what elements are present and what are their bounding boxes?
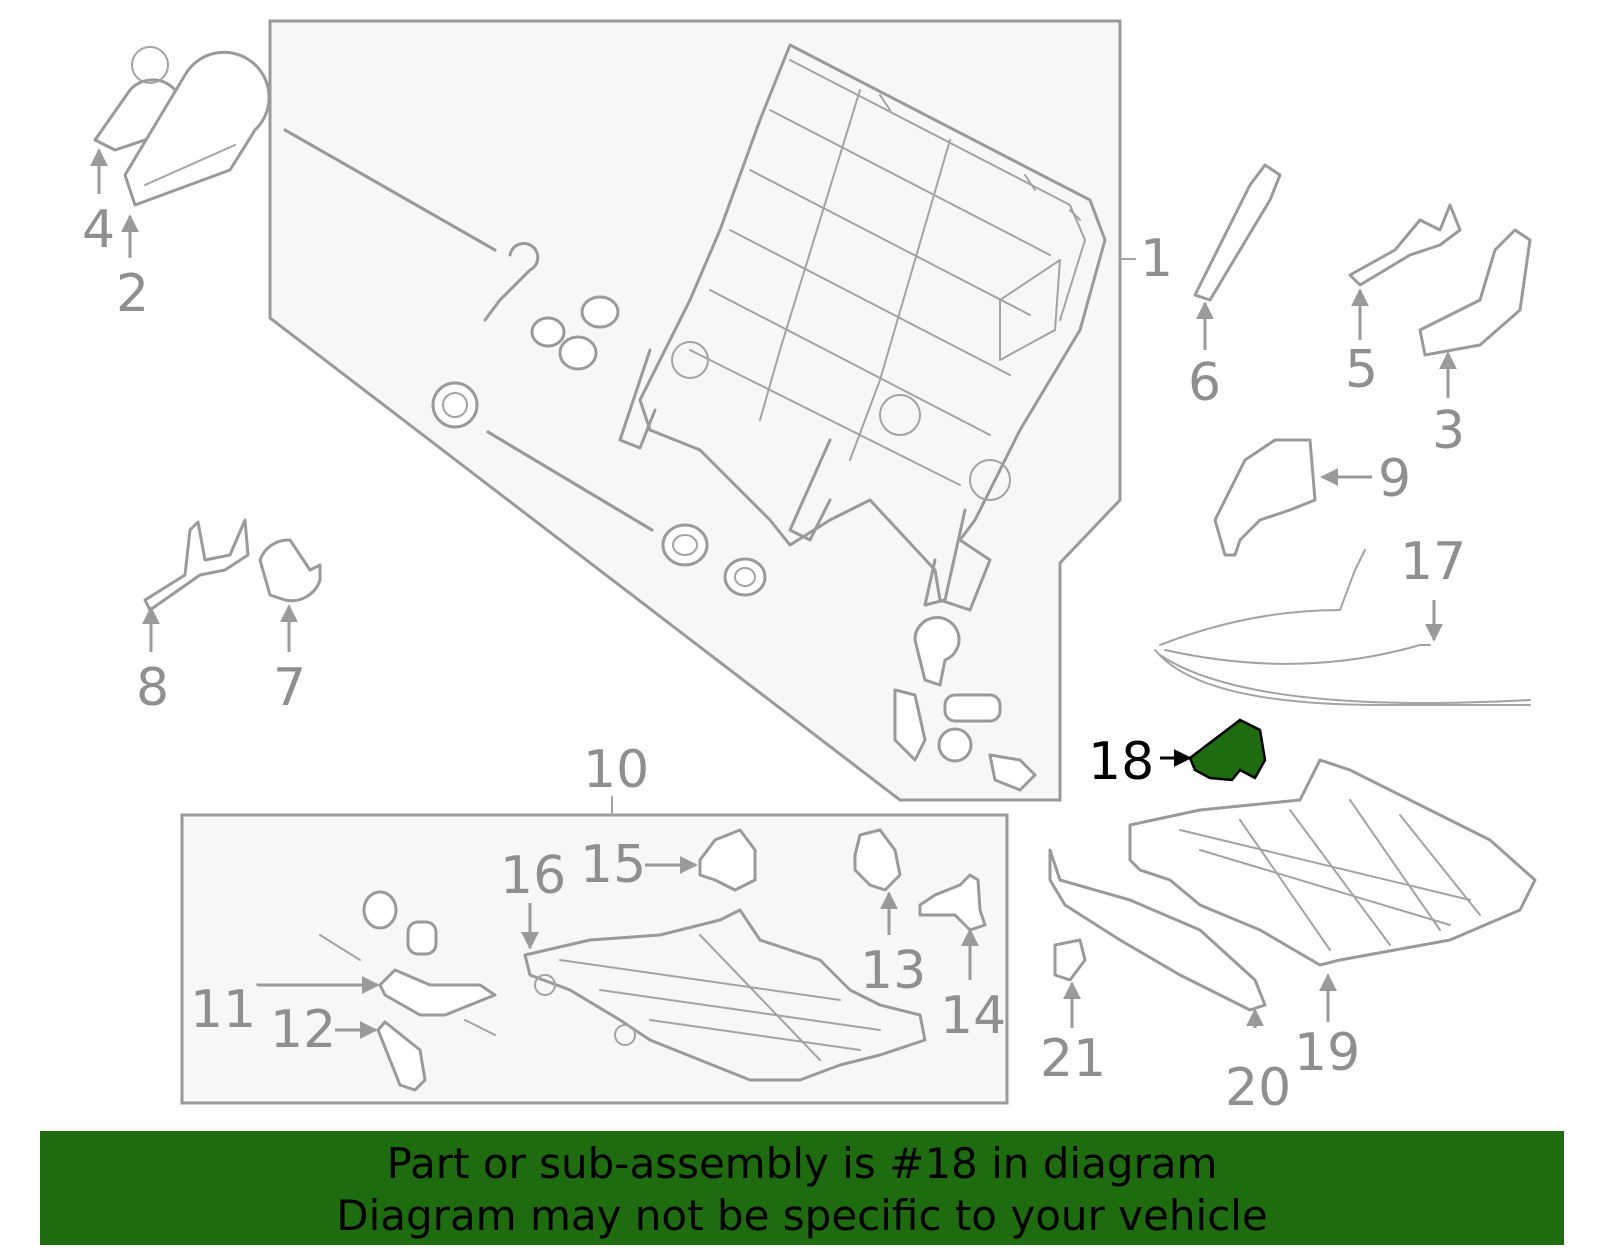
callout-13: 13 — [860, 941, 926, 1001]
callout-18: 18 — [1088, 732, 1154, 792]
part-21-shape — [1053, 938, 1087, 982]
callout-3: 3 — [1432, 401, 1465, 461]
part-16-shape — [523, 908, 927, 1082]
part-11-shape — [319, 890, 497, 1036]
part-3-shape — [1418, 228, 1532, 357]
seatback-frame — [618, 43, 1107, 612]
part-2-shape — [123, 50, 271, 207]
part-18-highlight — [1188, 718, 1267, 782]
seatback-rods — [283, 128, 1037, 792]
part-14-shape — [918, 873, 987, 932]
part-7-shape — [258, 538, 322, 603]
callout-10: 10 — [583, 740, 649, 800]
part-19-shape — [1128, 758, 1537, 967]
part-12-shape — [376, 1020, 427, 1092]
part-13-shape — [853, 828, 902, 892]
callout-8: 8 — [136, 658, 169, 718]
part-6-shape — [1193, 163, 1282, 302]
callout-7: 7 — [273, 658, 306, 718]
callout-11: 11 — [190, 980, 256, 1040]
part-8-shape — [143, 518, 250, 612]
callout-20: 20 — [1225, 1058, 1291, 1118]
part-5-shape — [1348, 203, 1462, 287]
leader-arrows — [90, 148, 1457, 1039]
callout-5: 5 — [1345, 340, 1378, 400]
callout-4: 4 — [82, 200, 115, 260]
callout-15: 15 — [580, 835, 646, 895]
callout-6: 6 — [1188, 353, 1221, 413]
info-banner: Part or sub-assembly is #18 in diagram D… — [40, 1131, 1564, 1245]
part-20-shape — [1048, 848, 1267, 1012]
seatback-assembly-box — [268, 19, 1122, 802]
callout-12: 12 — [270, 1000, 336, 1060]
callout-17: 17 — [1400, 532, 1466, 592]
part-15-shape — [698, 828, 757, 892]
banner-line-2: Diagram may not be specific to your vehi… — [336, 1191, 1268, 1240]
callout-14: 14 — [940, 986, 1006, 1046]
banner-line-1: Part or sub-assembly is #18 in diagram — [386, 1139, 1218, 1188]
callout-19: 19 — [1294, 1023, 1360, 1083]
part-17-shape — [1154, 549, 1531, 706]
callout-1: 1 — [1140, 229, 1173, 289]
callout-16: 16 — [500, 846, 566, 906]
part-9-shape — [1213, 438, 1317, 557]
callout-9: 9 — [1378, 449, 1411, 509]
callout-21: 21 — [1040, 1029, 1106, 1089]
callout-2: 2 — [116, 264, 149, 324]
